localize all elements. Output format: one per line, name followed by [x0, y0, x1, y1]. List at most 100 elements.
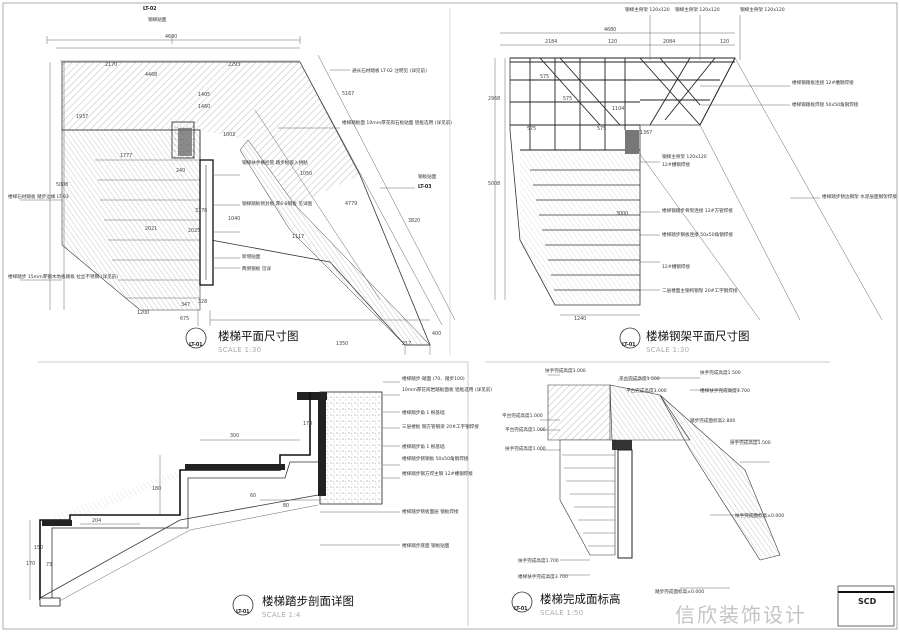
note-tr-1: 钢梯主骨架 120x120	[675, 6, 720, 13]
title-section: 楼梯踏步剖面详图	[262, 594, 354, 608]
frame-dim-top-d: 120	[720, 39, 729, 45]
steel-frame-plan	[494, 15, 883, 321]
note-tr-2: 钢梯主骨架 120x120	[740, 6, 785, 13]
frame-dim-overall: 4680	[604, 27, 616, 33]
note-br-10: 扶手完成面标高±0.000	[735, 512, 784, 519]
sheet-id-plan: LT-01	[189, 342, 203, 348]
frame-dim-left-c: 3000	[616, 211, 628, 217]
dim-post-d: 1040	[228, 216, 240, 222]
note-tl-6: 新增贴面	[242, 253, 261, 260]
note-tl-3: 钢梯扶手横栏管 踏步板嵌入拼贴	[242, 159, 308, 166]
sheet-id-elevation: LT-01	[514, 606, 528, 612]
finish-elevation-plan	[540, 374, 781, 589]
dim-left-b: 5008	[56, 182, 68, 188]
note-tr-0: 钢梯主骨架 120x120	[625, 6, 670, 13]
note-br-4: 楼梯扶手完成高度3.700	[700, 387, 750, 394]
scale-elevation: SCALE 1:50	[540, 609, 583, 617]
dim-mid-a: 1460	[198, 104, 210, 110]
note-tr-8: 楼梯踏步钢板连接 50x50角钢焊接	[662, 231, 733, 238]
dim-diag-a: 5167	[342, 91, 354, 97]
dim-post-a: 240	[176, 168, 185, 174]
note-br-5: 平台完成高度1.000	[502, 412, 543, 419]
note-bl-7: 楼梯踏步侧板面层 钢板焊接	[402, 508, 459, 515]
dim-diag-e: 1117	[292, 234, 304, 240]
dim-diag-c: 4779	[345, 201, 357, 207]
frame-dim-left-b: 5008	[488, 181, 500, 187]
sec-dim-f: 204	[92, 518, 101, 524]
note-tl-9: 楼梯石材踏板 踏步边缘 LT-03	[8, 193, 69, 200]
dim-bot-f: 217	[402, 341, 411, 347]
scale-section: SCALE 1:4	[262, 611, 301, 619]
note-tr-10: 二层楼面主钢构钢架 20#工字钢焊接	[662, 287, 738, 294]
sec-dim-e: 80	[283, 503, 289, 509]
sec-dim-d: 60	[250, 493, 256, 499]
note-tl-4: 钢板贴面	[418, 173, 437, 180]
frame-dim-left-a: 2968	[488, 96, 500, 102]
dim-post-c: 2025	[188, 228, 200, 234]
dim-left-a: 1937	[76, 114, 88, 120]
dim-bot-c: 347	[181, 302, 190, 308]
frame-dim-bot-a: 1240	[574, 316, 586, 322]
note-br-9: 扶手完成高度1.500	[730, 439, 771, 446]
note-br-3: 平台完成高度3.000	[626, 387, 667, 394]
title-elevation: 楼梯完成面标高	[540, 592, 621, 606]
dim-bot-e: 1350	[336, 341, 348, 347]
note-tl-2: 楼梯踏板面 10mm厚花岗石板贴面 铝框选用 (详见前)	[342, 119, 452, 126]
note-tl-7: 两侧钢板 见详	[242, 265, 271, 272]
dim-diag-b: 1050	[300, 171, 312, 177]
stair-plan	[20, 36, 456, 355]
title-block-section: LT-01 楼梯踏步剖面详图 SCALE 1:4	[232, 594, 354, 619]
title-plan: 楼梯平面尺寸图	[218, 329, 299, 343]
dim-top-a: 2170	[105, 62, 117, 68]
sec-dim-b: 170	[303, 421, 312, 427]
note-br-6: 平台完成高度1.000	[505, 426, 546, 433]
dim-bot-g: 400	[432, 331, 441, 337]
dim-post-b: 3178	[195, 208, 207, 214]
frame-dim-row-a: 575	[540, 74, 549, 80]
title-block-frame: LT-01 楼梯钢架平面尺寸图 SCALE 1:30	[619, 327, 750, 354]
note-tl-10: 楼梯踏步 15mm厚钢木地板踏板 拉丝不锈钢 (详见前)	[8, 273, 118, 280]
sec-dim-a: 300	[230, 433, 239, 439]
dim-diag-d: 3820	[408, 218, 420, 224]
dim-bot-d: 328	[198, 299, 207, 305]
sheet-id-section: LT-01	[236, 609, 250, 615]
frame-dim-top-b: 120	[608, 39, 617, 45]
sheet-id-frame: LT-01	[622, 342, 636, 348]
note-bl-2: 楼梯踏步角 1 根基础	[402, 409, 445, 416]
dim-bot-b: 675	[180, 316, 189, 322]
note-tr-7: 楼梯钢踏步骨架连接 12#方管焊接	[662, 207, 733, 214]
note-bl-5: 楼梯踏步侧钢板 50x50角钢焊接	[402, 455, 469, 462]
note-tr-4: 楼梯钢踏板焊接 50x50角钢焊接	[792, 101, 859, 108]
note-br-13: 踏步完成面标高±0.000	[655, 588, 704, 595]
frame-dim-row-d: 575	[597, 126, 606, 132]
title-block-elevation: LT-01 楼梯完成面标高 SCALE 1:50	[511, 591, 621, 617]
frame-dim-row-b: 575	[563, 96, 572, 102]
note-tr-3: 楼梯钢踏板连接 12#槽钢焊接	[792, 79, 854, 86]
note-bl-1: 10mm厚花岗岩踏板面板 铝框选用 (详见前)	[402, 386, 492, 393]
frame-dim-bot-b: 1104	[612, 106, 624, 112]
dim-left-c: 2021	[145, 226, 157, 232]
frame-dim-top-a: 2184	[545, 39, 557, 45]
logo-box: SCD	[837, 585, 895, 627]
sec-dim-g: 150	[34, 545, 43, 551]
watermark-text: 信欣装饰设计	[675, 603, 807, 627]
note-tr-5: 钢梯主骨架 120x120	[662, 153, 707, 160]
logo-text: SCD	[858, 597, 877, 606]
note-bl-0: 楼梯踏步-踏面 (70、踏步100)	[402, 375, 465, 382]
note-br-1: 平台完成高度1.500	[619, 375, 660, 382]
note-tr-6: 12#槽钢焊接	[662, 161, 690, 168]
note-tr-9: 12#槽钢焊接	[662, 263, 690, 270]
sec-dim-i: 170	[26, 561, 35, 567]
dim-mid-c: 1003	[223, 132, 235, 138]
sec-dim-h: 73	[46, 562, 52, 568]
note-bl-3: 三层楼板 钢方管钢梁 20#工字钢焊接	[402, 423, 479, 430]
title-frame: 楼梯钢架平面尺寸图	[646, 329, 750, 343]
frame-dim-row-c: 575	[527, 126, 536, 132]
note-br-2: 扶手完成高度1.500	[700, 369, 741, 376]
note-bl-8: 楼梯踏步底面 钢板贴面	[402, 542, 450, 549]
note-tl-1: 通长石材踏板 LT-02 注明见 (详见前)	[352, 67, 427, 74]
dim-top-c: 4468	[145, 72, 157, 78]
note-br-7: 扶手完成高度1.000	[505, 445, 546, 452]
